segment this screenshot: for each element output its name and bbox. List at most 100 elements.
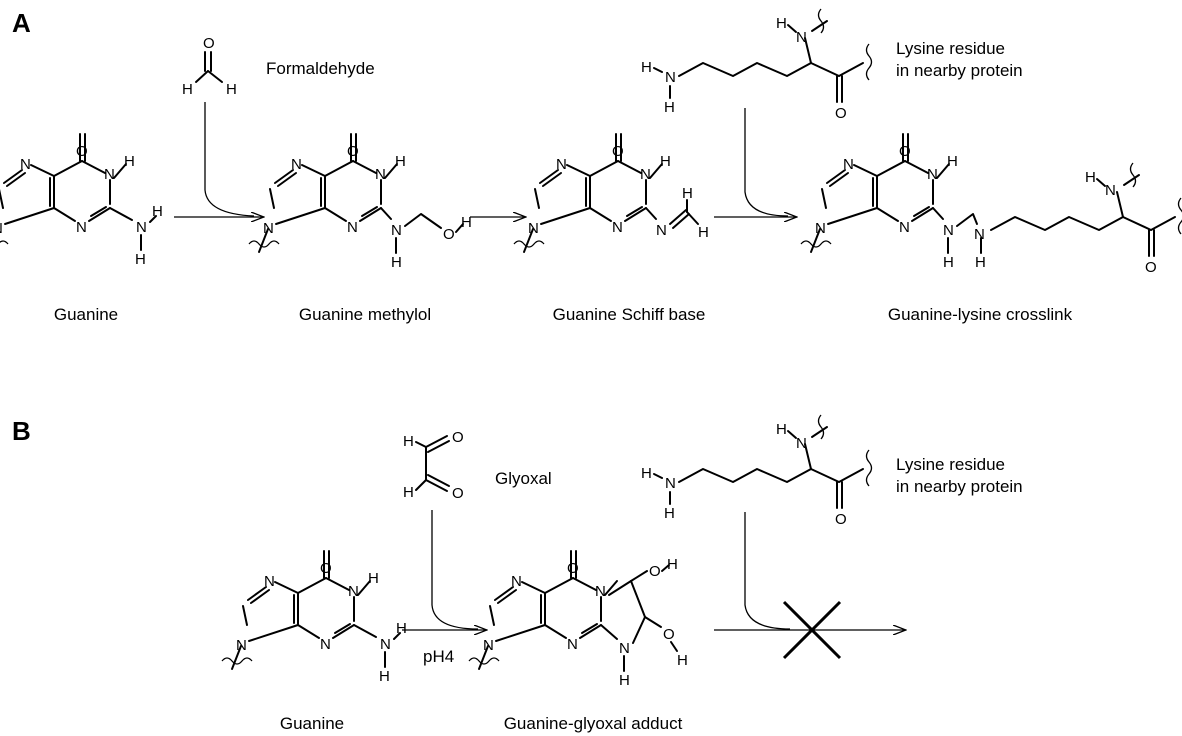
- svg-text:N: N: [375, 166, 386, 183]
- lysine-incoming-arrow-a: [744, 108, 789, 217]
- svg-text:N: N: [391, 222, 402, 239]
- svg-text:N: N: [264, 573, 275, 590]
- svg-text:H: H: [667, 556, 678, 573]
- svg-text:N: N: [347, 219, 358, 236]
- svg-text:N: N: [595, 583, 606, 600]
- svg-text:H: H: [152, 203, 163, 220]
- svg-text:N: N: [348, 583, 359, 600]
- svg-text:H: H: [776, 421, 787, 438]
- svg-text:H: H: [641, 59, 652, 76]
- svg-text:H: H: [698, 224, 709, 241]
- svg-text:H: H: [776, 15, 787, 32]
- svg-text:N: N: [567, 636, 578, 653]
- crosslink-caption: Guanine-lysine crosslink: [888, 305, 1073, 324]
- svg-text:O: O: [649, 563, 661, 580]
- svg-text:N: N: [380, 636, 391, 653]
- svg-text:O: O: [452, 429, 464, 446]
- lysine-incoming-arrow-b: [744, 512, 791, 630]
- svg-text:O: O: [663, 626, 675, 643]
- panel-a: A O H H Formaldehyde N N O N H N N H: [0, 8, 1182, 324]
- guanine-schiff-base-structure: N N O N H N N H H: [513, 133, 709, 253]
- svg-text:H: H: [226, 81, 237, 98]
- schiff-base-caption: Guanine Schiff base: [553, 305, 706, 324]
- svg-text:H: H: [396, 620, 407, 637]
- svg-text:O: O: [835, 511, 847, 528]
- lysine-structure-b: H N H N H O: [641, 414, 873, 528]
- svg-text:N: N: [1105, 182, 1116, 199]
- lysine-note-b-line1: Lysine residue: [896, 455, 1005, 474]
- svg-text:H: H: [943, 254, 954, 271]
- svg-text:N: N: [974, 226, 985, 243]
- guanine-caption-a: Guanine: [54, 305, 118, 324]
- svg-text:O: O: [76, 143, 88, 160]
- svg-text:H: H: [135, 251, 146, 268]
- svg-text:N: N: [320, 636, 331, 653]
- svg-text:N: N: [291, 156, 302, 173]
- svg-text:N: N: [136, 219, 147, 236]
- formaldehyde-incoming-arrow: [204, 102, 255, 217]
- svg-text:H: H: [368, 570, 379, 587]
- svg-text:N: N: [665, 69, 676, 86]
- svg-text:H: H: [664, 99, 675, 116]
- svg-text:N: N: [483, 637, 494, 654]
- guanine-lysine-crosslink-structure: N N O N H N N H N H N H O: [800, 133, 1182, 276]
- svg-text:N: N: [665, 475, 676, 492]
- svg-text:O: O: [443, 226, 455, 243]
- svg-text:H: H: [124, 153, 135, 170]
- lysine-note-a-line2: in nearby protein: [896, 61, 1023, 80]
- svg-text:N: N: [796, 435, 807, 452]
- svg-text:N: N: [104, 166, 115, 183]
- svg-text:H: H: [391, 254, 402, 271]
- svg-text:O: O: [567, 560, 579, 577]
- glyoxal-incoming-arrow: [431, 510, 479, 630]
- svg-text:N: N: [612, 219, 623, 236]
- svg-text:N: N: [619, 640, 630, 657]
- svg-text:H: H: [403, 433, 414, 450]
- svg-text:N: N: [899, 219, 910, 236]
- svg-text:H: H: [461, 214, 472, 231]
- svg-text:H: H: [664, 505, 675, 522]
- svg-text:N: N: [796, 29, 807, 46]
- svg-text:N: N: [843, 156, 854, 173]
- svg-text:H: H: [1085, 169, 1096, 186]
- svg-text:H: H: [682, 185, 693, 202]
- guanine-structure-b: N N O N H N N H H: [221, 550, 407, 685]
- svg-text:H: H: [947, 153, 958, 170]
- svg-text:N: N: [528, 220, 539, 237]
- svg-text:H: H: [379, 668, 390, 685]
- svg-text:N: N: [556, 156, 567, 173]
- svg-text:N: N: [236, 637, 247, 654]
- panel-b-label: B: [12, 416, 31, 446]
- svg-text:O: O: [835, 105, 847, 122]
- svg-text:N: N: [640, 166, 651, 183]
- svg-text:O: O: [347, 143, 359, 160]
- glyoxal-label: Glyoxal: [495, 469, 552, 488]
- lysine-note-a-line1: Lysine residue: [896, 39, 1005, 58]
- svg-text:H: H: [660, 153, 671, 170]
- svg-text:O: O: [203, 35, 215, 52]
- svg-text:N: N: [263, 220, 274, 237]
- svg-text:H: H: [395, 153, 406, 170]
- svg-text:N: N: [927, 166, 938, 183]
- svg-text:H: H: [975, 254, 986, 271]
- guanine-caption-b: Guanine: [280, 714, 344, 733]
- svg-text:O: O: [452, 485, 464, 502]
- ph-condition-label: pH4: [423, 647, 454, 666]
- guanine-glyoxal-adduct-structure: N N O N N N H O H O H: [468, 550, 688, 689]
- svg-text:N: N: [511, 573, 522, 590]
- svg-text:N: N: [656, 222, 667, 239]
- svg-text:H: H: [619, 672, 630, 689]
- svg-text:H: H: [677, 652, 688, 669]
- svg-text:N: N: [0, 220, 3, 237]
- svg-text:N: N: [815, 220, 826, 237]
- svg-text:H: H: [403, 484, 414, 501]
- svg-text:O: O: [320, 560, 332, 577]
- svg-text:N: N: [943, 222, 954, 239]
- svg-text:N: N: [76, 219, 87, 236]
- adduct-caption: Guanine-glyoxal adduct: [504, 714, 683, 733]
- no-reaction-cross: [782, 600, 842, 660]
- guanine-structure-a: N N O N H N N H H: [0, 133, 163, 268]
- lysine-note-b-line2: in nearby protein: [896, 477, 1023, 496]
- svg-text:N: N: [20, 156, 31, 173]
